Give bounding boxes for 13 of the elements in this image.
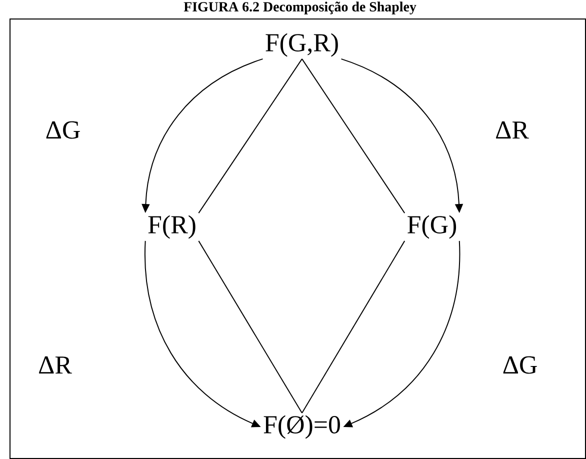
connector-line xyxy=(198,240,302,414)
node-label: F(G) xyxy=(408,215,456,239)
edge-label: ΔR xyxy=(494,120,530,140)
connector-line xyxy=(302,58,406,214)
node-label: F(G,R) xyxy=(266,33,338,57)
edge-label: ΔG xyxy=(501,355,539,375)
figure-title: FIGURA 6.2 Decomposição de Shapley xyxy=(184,2,416,14)
edge-label: ΔG xyxy=(44,120,82,140)
node-label: F(Ø)=0 xyxy=(264,415,340,439)
node-label: F(R) xyxy=(148,215,196,239)
connector-line xyxy=(302,240,406,414)
connector-line xyxy=(198,58,302,214)
edge-label: ΔR xyxy=(37,355,73,375)
